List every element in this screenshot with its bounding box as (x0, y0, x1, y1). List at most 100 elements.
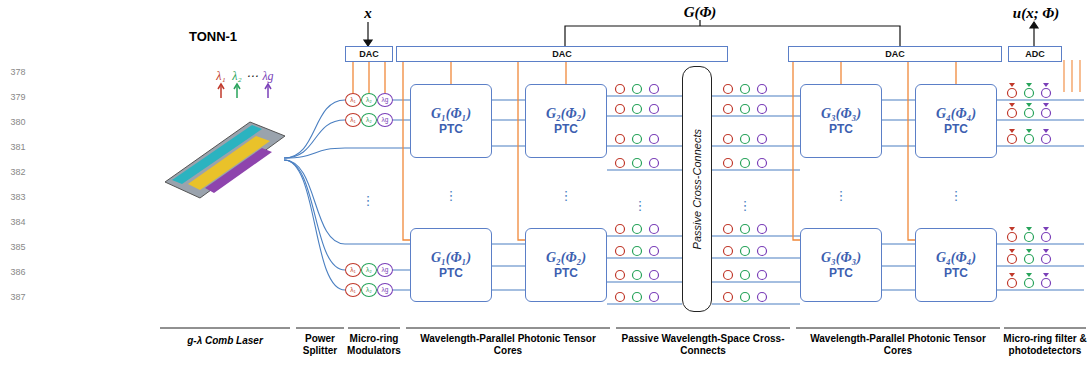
wavelength-arrows (218, 84, 271, 98)
modulator-ring: λ₂ (361, 93, 377, 107)
node-label: PTC (554, 122, 578, 137)
node-label: Passive Cross-Connects (691, 129, 703, 249)
micro-ring (1025, 233, 1034, 242)
micro-ring (724, 135, 733, 144)
modulator-ring: λ₂ (361, 263, 377, 277)
modulator-ring: λg (377, 93, 393, 107)
photodetector (1009, 249, 1015, 253)
micro-ring (1042, 255, 1051, 264)
laser-stripe (205, 148, 272, 193)
photodetector (1043, 273, 1049, 277)
micro-ring (650, 105, 659, 114)
photodetector (1026, 273, 1032, 277)
photodetector (1043, 103, 1049, 107)
tensor-core-box: G₂(Φ₂)PTC (525, 84, 607, 158)
micro-ring (650, 271, 659, 280)
function-label: G₃(Φ₃) (821, 106, 861, 122)
control-wire (450, 62, 451, 84)
io-arrows (364, 22, 1038, 46)
control-wire (840, 62, 841, 84)
adc-wires (1064, 60, 1080, 92)
tensor-core-box: G₄(Φ₄)PTC (915, 228, 997, 302)
micro-ring (633, 293, 642, 302)
section-label: Passive Wavelength-Space Cross-Connects (618, 333, 788, 357)
node-label: PTC (944, 122, 968, 137)
micro-ring (1042, 279, 1051, 288)
control-wire (518, 62, 525, 240)
line-number: 380 (10, 117, 25, 127)
micro-ring (741, 105, 750, 114)
micro-ring (758, 293, 767, 302)
function-label: G₃(Φ₃) (821, 250, 861, 266)
comb-laser (165, 122, 285, 198)
micro-ring (724, 85, 733, 94)
photodetector (1026, 129, 1032, 133)
micro-ring (633, 105, 642, 114)
photodetector (1043, 129, 1049, 133)
micro-ring (1008, 233, 1017, 242)
micro-ring (650, 247, 659, 256)
micro-ring (1025, 109, 1034, 118)
photodetector (1009, 273, 1015, 277)
node-label: DAC (397, 48, 727, 60)
micro-ring (1025, 279, 1034, 288)
photodetector (1043, 249, 1049, 253)
control-wire (352, 62, 353, 93)
micro-ring (758, 247, 767, 256)
modulator-ring: λ₁ (345, 283, 361, 297)
title: TONN-1 (189, 29, 237, 44)
waveguide (997, 99, 1084, 100)
micro-ring (758, 159, 767, 168)
waveguide (712, 145, 800, 146)
photodetector (1043, 83, 1049, 87)
micro-ring (1025, 89, 1034, 98)
function-label: G₄(Φ₄) (936, 106, 976, 122)
control-wire (403, 62, 410, 240)
wavelength-label: λ₁ (216, 69, 225, 84)
micro-ring (633, 85, 642, 94)
micro-ring (616, 271, 625, 280)
waveguide (712, 95, 800, 96)
micro-ring (741, 247, 750, 256)
function-label: G₁(Φ₁) (431, 250, 471, 266)
micro-ring (616, 225, 625, 234)
micro-ring (1042, 109, 1051, 118)
waveguide (712, 115, 800, 116)
micro-ring (650, 225, 659, 234)
section-label: Power Splitter (295, 333, 345, 357)
section-label: Wavelength-Parallel Photonic Tensor Core… (798, 333, 998, 357)
micro-ring (650, 135, 659, 144)
micro-ring (758, 225, 767, 234)
signal-name: u(x; Φ) (1013, 5, 1059, 22)
micro-ring (741, 159, 750, 168)
waveguide (607, 169, 682, 170)
node-label: λ₂ (362, 284, 376, 295)
micro-ring (724, 105, 733, 114)
node-label: PTC (944, 266, 968, 281)
modulator-ring: λg (377, 283, 393, 297)
micro-ring (741, 293, 750, 302)
node-label: λ₂ (362, 94, 376, 105)
micro-ring (741, 271, 750, 280)
waveguide (607, 235, 682, 236)
line-number: 386 (10, 267, 25, 277)
ellipsis: ⋮ (835, 188, 848, 203)
waveguide (712, 235, 800, 236)
line-number: 378 (10, 67, 25, 77)
line-number: 384 (10, 217, 25, 227)
micro-ring (650, 293, 659, 302)
node-label: λ₂ (362, 114, 376, 125)
function-label: G₂(Φ₂) (546, 106, 586, 122)
node-label: DAC (346, 48, 392, 60)
micro-ring (650, 85, 659, 94)
micro-ring (724, 225, 733, 234)
waveguide (607, 257, 682, 258)
micro-ring (724, 293, 733, 302)
micro-ring (1042, 135, 1051, 144)
converter-box: DAC (788, 46, 1002, 62)
section-brackets (160, 328, 1086, 329)
function-label: G₂(Φ₂) (546, 250, 586, 266)
micro-ring (741, 135, 750, 144)
micro-ring (616, 159, 625, 168)
micro-ring (616, 293, 625, 302)
